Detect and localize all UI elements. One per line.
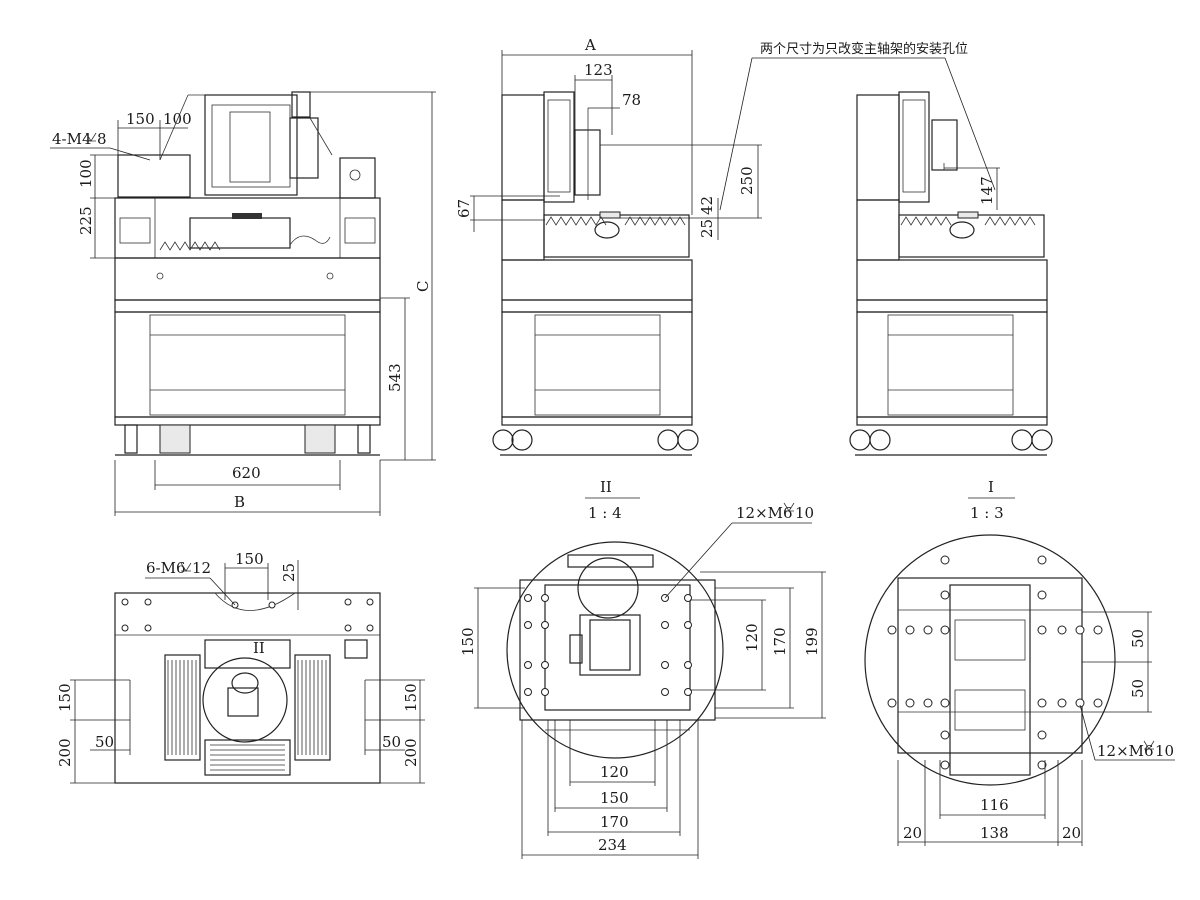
dim-147: 147 — [978, 176, 996, 205]
detail-I-dim-20-left: 20 — [903, 824, 922, 842]
detail-II-dim-120-bottom: 120 — [600, 763, 629, 781]
mount-box — [117, 154, 191, 198]
detail-II: II 1 : 4 150 120 — [459, 478, 826, 859]
countersink-depth-icon — [85, 132, 97, 142]
detail-II-circle — [202, 657, 288, 743]
side-view: A 123 78 250 67 42 25 两个尺寸为只改变主轴架的安装孔位 — [455, 36, 996, 456]
detail-II-dim-150-left: 150 — [459, 627, 477, 656]
dim-150-left: 150 — [56, 683, 74, 712]
front-view: 620 B 543 C 225 100 150 100 4-M4 8 — [50, 91, 436, 516]
dim-200-right: 200 — [402, 738, 420, 767]
dim-543: 543 — [386, 363, 404, 392]
label-6m6: 6-M6 — [146, 559, 186, 577]
dim-250: 250 — [738, 166, 756, 195]
dim-A: A — [584, 36, 596, 54]
right-view: 147 — [849, 91, 1053, 456]
countersink-depth-icon-2 — [180, 562, 192, 572]
dim-42: 42 — [698, 196, 716, 215]
detail-II-dim-170-right: 170 — [771, 627, 789, 656]
frame — [114, 311, 381, 418]
dim-200-left: 200 — [56, 738, 74, 767]
detail-I-dim-50-top: 50 — [1129, 629, 1147, 648]
dim-B: B — [234, 493, 245, 511]
dim-100-left: 100 — [77, 159, 95, 188]
dim-150-right: 150 — [402, 683, 420, 712]
dim-150-top: 150 — [235, 550, 264, 568]
dim-67: 67 — [455, 199, 473, 218]
spindle-head — [204, 94, 298, 196]
dim-25-top: 25 — [280, 563, 298, 582]
note-cn: 两个尺寸为只改变主轴架的安装孔位 — [760, 41, 968, 57]
dim-50-right: 50 — [382, 733, 401, 751]
label-6m6-depth: 12 — [192, 559, 211, 577]
detail-I-dim-20-right: 20 — [1062, 824, 1081, 842]
detail-I-label-depth: 10 — [1155, 742, 1174, 760]
detail-ref-II: II — [253, 639, 265, 657]
detail-I-scale: 1 : 3 — [970, 504, 1004, 522]
detail-II-title: II — [600, 478, 612, 496]
detail-I-dim-138: 138 — [980, 824, 1009, 842]
dim-150-front: 150 — [126, 110, 155, 128]
detail-I-dim-50-bottom: 50 — [1129, 679, 1147, 698]
countersink-depth-icon-3 — [783, 502, 795, 512]
dim-620: 620 — [232, 464, 261, 482]
detail-I-label-holes: 12×M6 — [1097, 742, 1154, 760]
detail-II-scale: 1 : 4 — [588, 504, 622, 522]
label-4m4-depth: 8 — [97, 130, 107, 148]
detail-I-title: I — [988, 478, 994, 496]
dim-225: 225 — [77, 206, 95, 235]
detail-II-dim-199-right: 199 — [803, 627, 821, 656]
detail-II-dim-150-bottom: 150 — [600, 789, 629, 807]
detail-I: I 1 : 3 50 — [864, 478, 1175, 846]
dim-78: 78 — [622, 91, 641, 109]
dim-123: 123 — [584, 61, 613, 79]
dim-25-side: 25 — [698, 219, 716, 238]
dim-C: C — [414, 281, 432, 292]
detail-II-dim-120-right: 120 — [743, 623, 761, 652]
label-4m4: 4-M4 — [52, 130, 92, 148]
detail-II-label-depth: 10 — [795, 504, 814, 522]
top-view: II 150 25 6-M6 12 150 200 50 150 200 50 — [56, 550, 425, 784]
detail-II-label-holes: 12×M6 — [736, 504, 793, 522]
dim-50-left: 50 — [95, 733, 114, 751]
detail-II-dim-170-bottom: 170 — [600, 813, 629, 831]
detail-I-dim-116: 116 — [980, 796, 1009, 814]
countersink-depth-icon-4 — [1143, 740, 1155, 750]
dim-100-top: 100 — [163, 110, 192, 128]
detail-II-dim-234-bottom: 234 — [598, 836, 627, 854]
